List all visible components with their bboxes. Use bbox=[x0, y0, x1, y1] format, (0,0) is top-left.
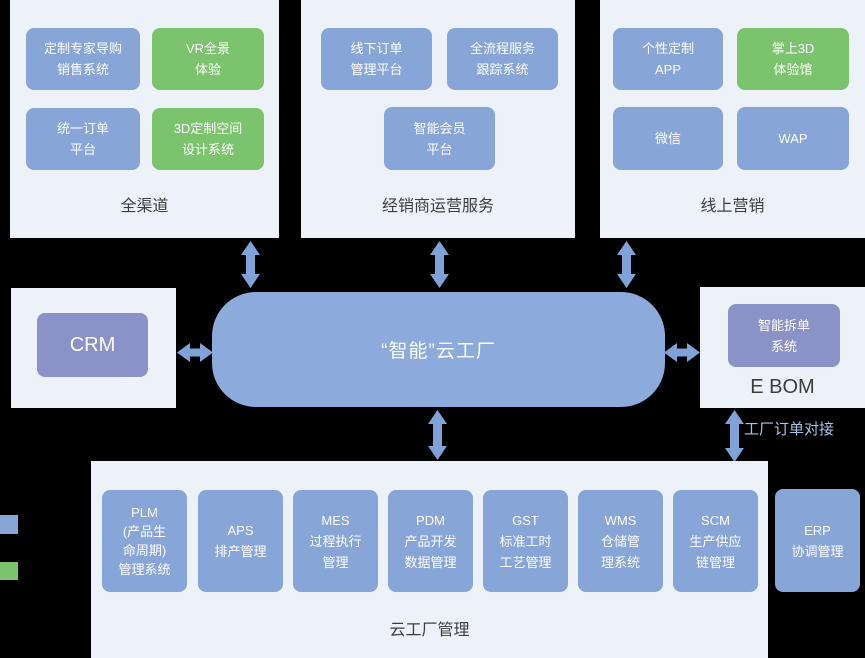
box-smart-cloud-factory: “智能”云工厂 bbox=[212, 292, 665, 407]
box-erp: ERP 协调管理 bbox=[775, 489, 860, 592]
section-online-marketing: 个性定制 APP 掌上3D 体验馆 微信 WAP 线上营销 bbox=[600, 0, 865, 238]
section-label-dealer-operation: 经销商运营服务 bbox=[381, 198, 494, 215]
factory-order-link-label: 工厂订单对接 bbox=[744, 421, 835, 438]
arrow-marketing-to-cloud-icon bbox=[617, 241, 636, 288]
section-crm: CRM bbox=[11, 288, 176, 408]
section-cloud-factory-management: PLM (产品生 命周期) 管理系统 APS 排产管理 MES 过程执行 管理 … bbox=[91, 461, 768, 658]
box-plm: PLM (产品生 命周期) 管理系统 bbox=[102, 490, 187, 592]
box-unified-order-platform: 统一订单 平台 bbox=[26, 108, 140, 170]
box-wms: WMS 仓储管 理系统 bbox=[578, 490, 663, 592]
section-label-cloud-factory-management: 云工厂管理 bbox=[389, 622, 470, 639]
box-vr-panorama-experience: VR全景 体验 bbox=[152, 28, 264, 90]
box-3d-custom-space-design: 3D定制空间 设计系统 bbox=[152, 108, 264, 170]
box-aps: APS 排产管理 bbox=[198, 490, 283, 592]
legend-swatch-green bbox=[0, 562, 18, 580]
section-omni-channel: 定制专家导购 销售系统 VR全景 体验 统一订单 平台 3D定制空间 设计系统 … bbox=[10, 0, 279, 238]
box-personal-custom-app: 个性定制 APP bbox=[613, 28, 723, 90]
arrow-dealer-to-cloud-icon bbox=[430, 241, 449, 288]
section-label-ebom: E BOM bbox=[750, 376, 815, 398]
box-smart-order-splitting: 智能拆单 系统 bbox=[728, 304, 840, 367]
box-mes: MES 过程执行 管理 bbox=[293, 490, 378, 592]
arrow-ebom-to-management-icon bbox=[725, 410, 744, 462]
arrow-cloud-to-management-icon bbox=[428, 410, 447, 460]
box-smart-member-platform: 智能会员 平台 bbox=[384, 107, 495, 170]
box-gst: GST 标准工时 工艺管理 bbox=[483, 490, 568, 592]
section-dealer-operation: 线下订单 管理平台 全流程服务 跟踪系统 智能会员 平台 经销商运营服务 bbox=[301, 0, 575, 238]
box-crm: CRM bbox=[37, 313, 148, 377]
arrow-crm-to-cloud-icon bbox=[177, 343, 213, 362]
box-wap: WAP bbox=[737, 107, 849, 170]
section-label-online-marketing: 线上营销 bbox=[700, 198, 765, 215]
section-label-omni-channel: 全渠道 bbox=[120, 198, 169, 215]
box-custom-expert-sales-system: 定制专家导购 销售系统 bbox=[26, 28, 140, 90]
box-mobile-3d-experience: 掌上3D 体验馆 bbox=[737, 28, 849, 90]
box-full-process-tracking: 全流程服务 跟踪系统 bbox=[447, 28, 558, 90]
arrow-cloud-to-ebom-icon bbox=[664, 343, 700, 362]
section-ebom: 智能拆单 系统 E BOM bbox=[700, 287, 865, 408]
box-offline-order-platform: 线下订单 管理平台 bbox=[321, 28, 432, 90]
box-wechat: 微信 bbox=[613, 107, 723, 170]
arrow-omni-to-cloud-icon bbox=[241, 241, 260, 288]
box-pdm: PDM 产品开发 数据管理 bbox=[388, 490, 473, 592]
legend-swatch-blue bbox=[0, 515, 18, 534]
box-scm: SCM 生产供应 链管理 bbox=[673, 490, 758, 592]
